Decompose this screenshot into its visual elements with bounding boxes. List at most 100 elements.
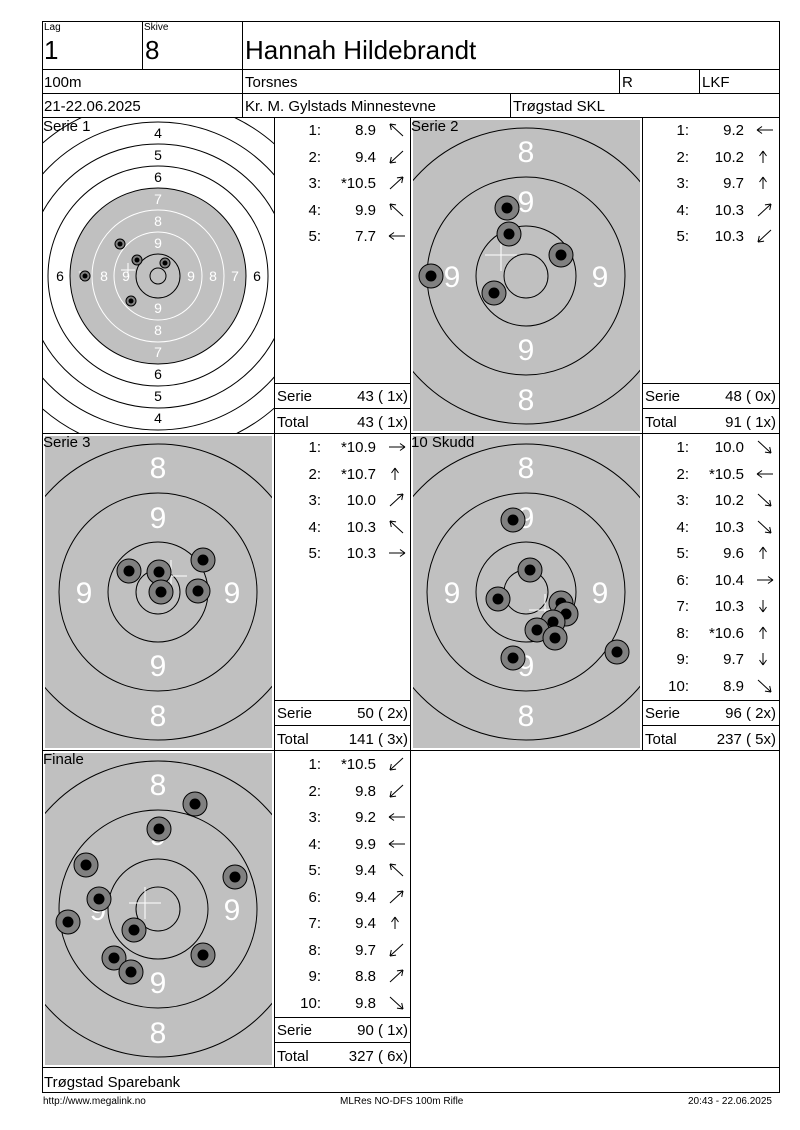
- shot-row: 5:9.4: [275, 862, 409, 882]
- shot-number: 2:: [676, 148, 689, 166]
- ring-label: 9: [518, 334, 535, 367]
- location: Torsnes: [245, 74, 298, 91]
- ring-label: 8: [154, 322, 162, 338]
- direction-arrow-icon: [389, 176, 404, 190]
- ring-label: 6: [253, 268, 261, 284]
- direction-arrow-icon: [759, 546, 767, 559]
- ring-label: 8: [150, 1017, 167, 1050]
- ring-label: 8: [518, 700, 535, 733]
- skive-label: Skive: [144, 22, 169, 33]
- ring-label: 9: [224, 577, 241, 610]
- shot-row: 7:9.4: [275, 915, 409, 935]
- shot-score: 9.4: [355, 862, 376, 879]
- distance: 100m: [44, 74, 82, 91]
- skive-value: 8: [145, 35, 160, 65]
- shot-row: 7:10.3: [643, 598, 777, 618]
- mpi-cross: [121, 263, 135, 277]
- shot-number: 5:: [308, 545, 321, 562]
- shot-score: 10.3: [714, 201, 744, 219]
- sponsor: Trøgstad Sparebank: [44, 1074, 181, 1091]
- direction-arrow-icon: [389, 443, 406, 451]
- shot-number: 10:: [300, 994, 321, 1012]
- direction-arrow-icon: [389, 757, 404, 771]
- shot-number: 6:: [676, 571, 689, 589]
- target-10skudd: 8 9 9 8 9 9: [411, 434, 642, 750]
- serie-label: Serie: [645, 705, 681, 722]
- footer-timestamp: 20:43 - 22.06.2025: [688, 1096, 772, 1107]
- shot-number: 5:: [676, 545, 689, 562]
- ring-label: 8: [518, 136, 535, 169]
- direction-arrow-icon: [757, 203, 772, 216]
- shot-score: 9.2: [723, 122, 744, 139]
- serie-label: Serie: [277, 705, 313, 722]
- direction-arrow-icon: [759, 176, 767, 189]
- shot-score: 10.2: [714, 492, 744, 509]
- class: R: [622, 74, 633, 91]
- shot-row: 8: *10.6: [643, 625, 777, 645]
- shot-number: 5:: [676, 228, 689, 245]
- shot-number: 2:: [308, 465, 321, 483]
- ring-label: 6: [56, 268, 64, 284]
- direction-arrow-icon: [389, 943, 404, 956]
- serie-label: Serie: [645, 388, 681, 405]
- date: 21-22.06.2025: [44, 98, 141, 115]
- hits-finale: [55, 791, 248, 985]
- direction-arrow-icon: [389, 520, 404, 533]
- shot-score: 9.2: [355, 809, 376, 826]
- serie-score: 48 ( 0x): [725, 388, 776, 405]
- shot-number: 8:: [308, 941, 321, 959]
- ring-label: 8: [150, 769, 167, 802]
- lag-value: 1: [44, 35, 59, 65]
- direction-arrow-icon: [757, 520, 772, 533]
- shot-row: 1:*10.9: [275, 439, 409, 459]
- shot-number: 8:: [676, 624, 689, 642]
- shot-row: 1:10.0: [643, 439, 777, 459]
- shot-number: 4:: [308, 835, 321, 853]
- target-serie3: 8 9 9 8 9 9: [43, 434, 274, 750]
- shot-row: 3:9.7: [643, 175, 777, 195]
- shot-row: 6: 10.4: [643, 572, 777, 592]
- club-name: Trøgstad SKL: [513, 98, 605, 115]
- direction-arrow-icon: [388, 813, 405, 821]
- ring-label: 9: [187, 268, 195, 284]
- shot-row: 4:10.3: [643, 519, 777, 539]
- shot-score: 9.8: [355, 782, 376, 800]
- shot-number: 1:: [308, 439, 321, 456]
- hits-serie3: [116, 547, 216, 605]
- shot-score: 9.6: [723, 545, 744, 562]
- shot-number: 1:: [308, 122, 321, 139]
- shot-row: 4: 10.3: [643, 202, 777, 222]
- shot-number: 2:: [676, 465, 689, 483]
- direction-arrow-icon: [389, 123, 404, 137]
- target-serie1: 4 5 6 7 8 9 9 8 7 6 5 4 6 7 8 9 9 8 7 6: [43, 118, 274, 433]
- shot-score: *10.6: [708, 624, 744, 642]
- shot-row: 3:10.0: [275, 492, 409, 512]
- direction-arrow-icon: [757, 229, 772, 243]
- event-name: Kr. M. Gylstads Minnestevne: [245, 98, 436, 115]
- footer-url[interactable]: http://www.megalink.no: [43, 1096, 146, 1107]
- shot-number: 6:: [308, 888, 321, 906]
- shot-row: 3:*10.5: [275, 175, 409, 195]
- ring-label: 8: [518, 384, 535, 417]
- shot-row: 4:9.9: [275, 836, 409, 856]
- shot-score: 10.3: [714, 518, 744, 536]
- shot-row: 5:7.7: [275, 228, 409, 248]
- direction-arrow-icon: [389, 996, 404, 1009]
- direction-arrow-icon: [389, 549, 406, 557]
- ring-label: 4: [154, 410, 162, 426]
- shot-score: 10.4: [714, 571, 744, 589]
- shot-number: 2:: [308, 148, 321, 166]
- ring-label: 6: [154, 169, 162, 185]
- shot-row: 4:9.9: [275, 202, 409, 222]
- shot-score: 10.0: [714, 439, 744, 456]
- total-label: Total: [645, 414, 677, 431]
- shot-row: 4:10.3: [275, 519, 409, 539]
- ring-numbers-serie1: 4 5 6 7 8 9 9 8 7 6 5 4 6 7 8 9 9 8 7 6: [56, 125, 261, 426]
- ring-label: 9: [518, 186, 535, 219]
- serie-score: 96 ( 2x): [725, 705, 776, 722]
- direction-arrow-icon: [756, 469, 773, 478]
- shot-number: 4:: [676, 201, 689, 219]
- direction-arrow-icon: [757, 493, 772, 507]
